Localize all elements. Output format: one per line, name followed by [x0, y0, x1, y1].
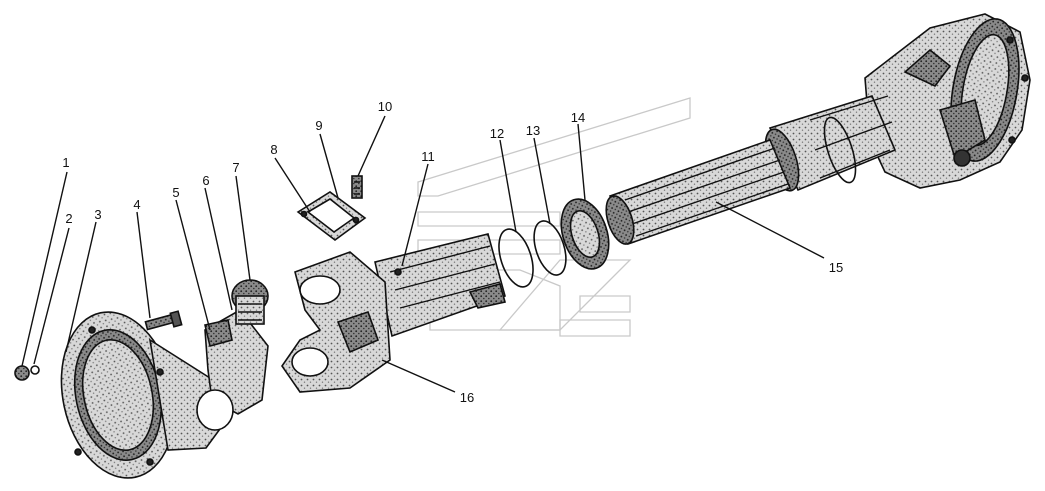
callout-13: 13 — [526, 123, 540, 138]
callout-7: 7 — [232, 160, 239, 175]
callout-14: 14 — [571, 110, 585, 125]
spline-sleeve — [560, 198, 610, 270]
seal-ring — [498, 228, 534, 288]
sliding-yoke — [281, 233, 506, 393]
elbow-fitting — [196, 279, 269, 431]
callout-12: 12 — [490, 126, 504, 141]
callout-4: 4 — [133, 197, 140, 212]
left-flange-housing — [60, 311, 229, 479]
callout-9: 9 — [315, 118, 322, 133]
bolt-10 — [351, 175, 363, 199]
callout-8: 8 — [270, 142, 277, 157]
leader-lines — [21, 115, 825, 393]
callout-3: 3 — [94, 207, 101, 222]
nut-and-washer — [14, 365, 40, 381]
callout-15: 15 — [829, 260, 843, 275]
callout-labels: 1 2 3 4 5 6 7 8 9 10 11 12 13 14 15 16 — [62, 99, 843, 405]
right-end-housing — [864, 13, 1031, 189]
callout-11: 11 — [421, 149, 435, 164]
callout-5: 5 — [172, 185, 179, 200]
callout-1: 1 — [62, 155, 69, 170]
callout-10: 10 — [378, 99, 392, 114]
callout-16: 16 — [460, 390, 474, 405]
retaining-ring — [533, 220, 567, 276]
callout-2: 2 — [65, 211, 72, 226]
callout-6: 6 — [202, 173, 209, 188]
bolt-4 — [144, 310, 183, 331]
cover-plate — [296, 191, 367, 241]
splined-shaft — [605, 138, 792, 246]
